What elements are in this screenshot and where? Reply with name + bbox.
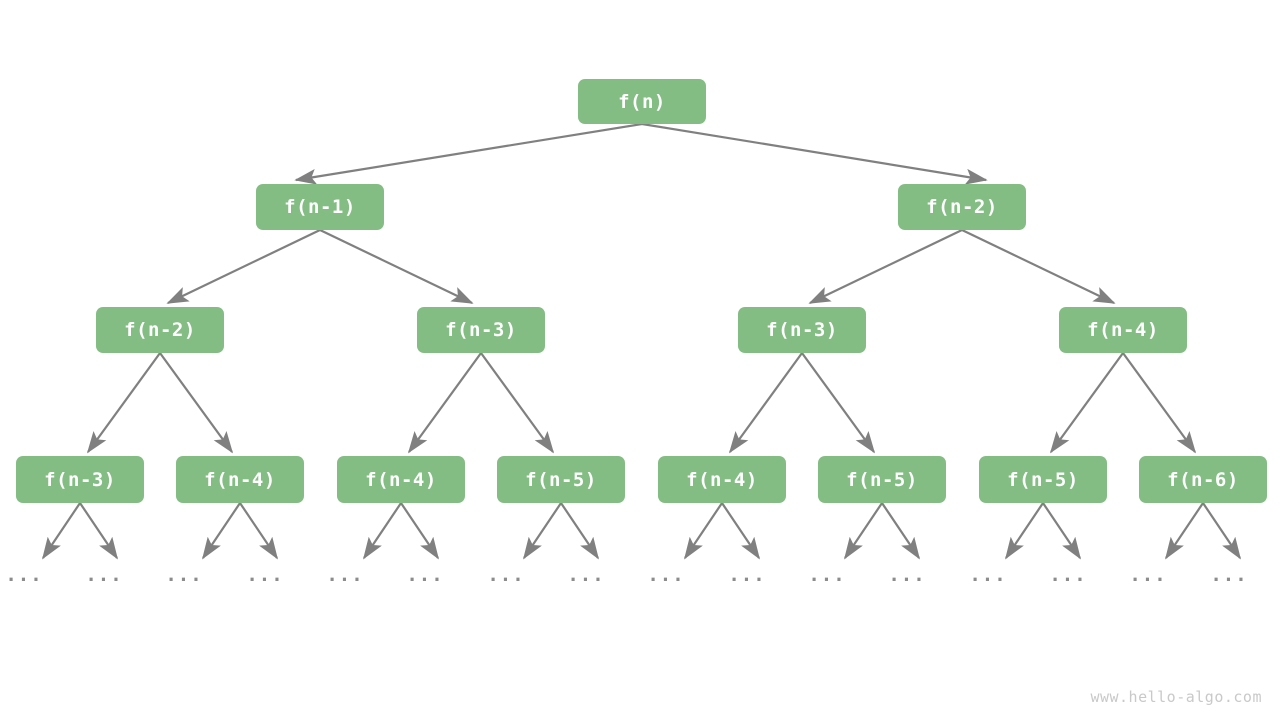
ellipsis-marker: ... (487, 563, 525, 586)
tree-edge (159, 352, 234, 454)
tree-edge (844, 502, 883, 560)
tree-node: f(n-2) (96, 307, 224, 353)
tree-edge (480, 352, 555, 454)
tree-edge (202, 502, 241, 560)
tree-edge (881, 502, 920, 560)
tree-edge (801, 352, 876, 454)
tree-edge (79, 502, 118, 560)
tree-edge (641, 122, 988, 185)
ellipsis-marker: ... (85, 563, 123, 586)
tree-node: f(n-3) (738, 307, 866, 353)
tree-edge (808, 229, 963, 304)
tree-node: f(n-6) (1139, 456, 1267, 503)
tree-node: f(n-1) (256, 184, 384, 230)
ellipsis-marker: ... (808, 563, 846, 586)
tree-node: f(n-5) (818, 456, 946, 503)
ellipsis-marker: ... (567, 563, 605, 586)
tree-edge (319, 229, 474, 304)
tree-edge (239, 502, 278, 560)
tree-edge (1005, 502, 1044, 560)
ellipsis-marker: ... (647, 563, 685, 586)
tree-edge (166, 229, 321, 304)
ellipsis-marker: ... (406, 563, 444, 586)
tree-node: f(n) (578, 79, 706, 124)
tree-edge (400, 502, 439, 560)
tree-edge (1202, 502, 1241, 560)
tree-edge (1165, 502, 1204, 560)
tree-node: f(n-5) (979, 456, 1107, 503)
tree-node: f(n-5) (497, 456, 625, 503)
tree-node: f(n-4) (337, 456, 465, 503)
tree-node: f(n-4) (658, 456, 786, 503)
ellipsis-marker: ... (246, 563, 284, 586)
ellipsis-marker: ... (969, 563, 1007, 586)
tree-node: f(n-3) (16, 456, 144, 503)
ellipsis-marker: ... (1049, 563, 1087, 586)
tree-edge (1042, 502, 1081, 560)
tree-edge (523, 502, 562, 560)
tree-edge (363, 502, 402, 560)
ellipsis-marker: ... (888, 563, 926, 586)
tree-edge (42, 502, 81, 560)
ellipsis-marker: ... (1210, 563, 1248, 586)
tree-node: f(n-3) (417, 307, 545, 353)
tree-node: f(n-4) (1059, 307, 1187, 353)
tree-node: f(n-4) (176, 456, 304, 503)
tree-edge (407, 352, 482, 454)
tree-edge (560, 502, 599, 560)
ellipsis-marker: ... (1129, 563, 1167, 586)
ellipsis-marker: ... (5, 563, 43, 586)
tree-edge (86, 352, 161, 454)
tree-edge (1122, 352, 1197, 454)
ellipsis-marker: ... (165, 563, 203, 586)
tree-edge (721, 502, 760, 560)
tree-edge (294, 122, 643, 185)
ellipsis-marker: ... (728, 563, 766, 586)
tree-edge (684, 502, 723, 560)
ellipsis-marker: ... (326, 563, 364, 586)
tree-edge (728, 352, 803, 454)
watermark-text: www.hello-algo.com (1090, 688, 1262, 706)
tree-edge (961, 229, 1116, 304)
tree-edge (1049, 352, 1124, 454)
tree-node: f(n-2) (898, 184, 1026, 230)
